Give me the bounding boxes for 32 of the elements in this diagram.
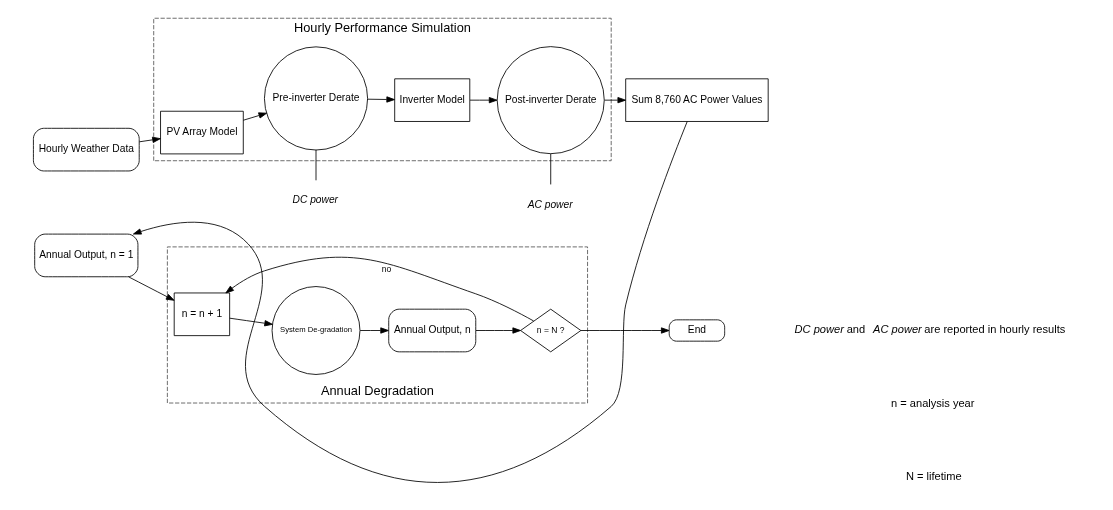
node-text: DC power — [292, 194, 338, 206]
connector — [550, 153, 552, 185]
arrow — [139, 136, 161, 143]
node-box: End — [668, 319, 726, 342]
node-circle: Pre-inverter Derate — [264, 46, 369, 151]
node-box: Sum 8,760 AC Power Values — [625, 78, 769, 122]
arrow — [580, 327, 670, 334]
arrow — [359, 327, 389, 334]
arrow — [604, 97, 626, 104]
node-box: Annual Output, n — [388, 308, 477, 353]
label: n = analysis year — [891, 396, 975, 409]
node-box: Annual Output, n = 1 — [34, 233, 139, 278]
label: DC power and AC power are reported in hourly results — [794, 322, 1066, 335]
arrow — [132, 121, 688, 483]
label: N = lifetime — [905, 470, 962, 483]
connector — [315, 149, 317, 181]
arrow — [469, 97, 498, 104]
arrow — [225, 256, 535, 322]
arrow — [229, 317, 273, 327]
arrow — [128, 276, 175, 301]
node-text: AC power — [527, 198, 573, 210]
node-box: n = n + 1 — [173, 292, 231, 337]
node-box: PV Array Model — [160, 110, 244, 155]
edge-label: no — [381, 263, 392, 274]
node-diamond: n = N ? — [520, 308, 582, 353]
arrow — [242, 112, 268, 121]
node-box: Inverter Model — [394, 78, 471, 122]
node-box: Hourly Weather Data — [33, 127, 140, 172]
arrow — [475, 327, 521, 334]
node-circle: Post-inverter Derate — [496, 46, 605, 155]
node-circle: System De-gradation — [271, 286, 361, 375]
arrow — [367, 96, 395, 103]
